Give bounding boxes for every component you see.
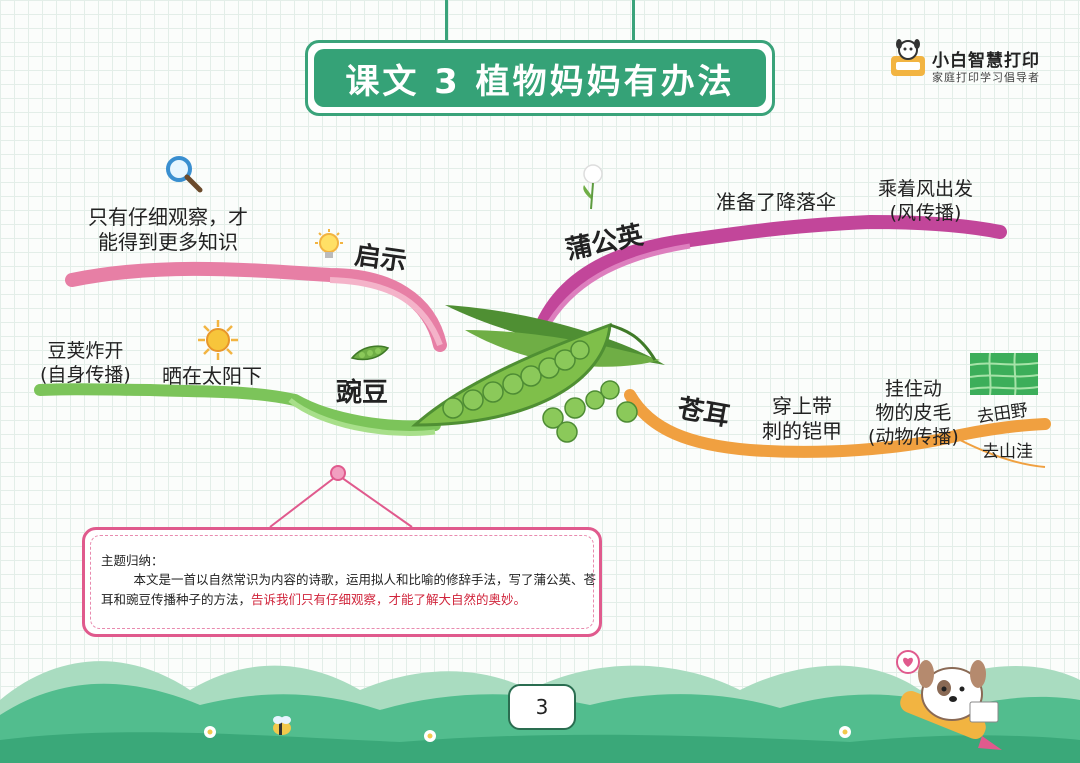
- bee-icon: [273, 716, 291, 735]
- field-image-icon: [970, 353, 1038, 395]
- pea-step2-line2: (自身传播): [40, 363, 131, 386]
- cocklebur-step2: 挂住动 物的皮毛 (动物传播): [868, 378, 959, 449]
- dandelion-step2-line2: (风传播): [889, 201, 962, 224]
- branch-label-pea: 豌豆: [336, 378, 389, 408]
- dandelion-icon: [583, 164, 603, 210]
- dandelion-step1: 准备了降落伞: [716, 190, 836, 214]
- cocklebur-step2-line2: 物的皮毛: [875, 401, 952, 424]
- dandelion-step2-line1: 乘着风出发: [878, 178, 974, 200]
- small-pea-icon: [350, 345, 390, 361]
- inspiration-detail-line1: 只有仔细观察，才: [88, 205, 248, 229]
- sun-icon: [198, 320, 238, 360]
- magnifier-icon: [166, 156, 203, 193]
- dandelion-step2: 乘着风出发 (风传播): [878, 178, 973, 226]
- flower-icon: [204, 726, 216, 738]
- branch-inspiration: [65, 261, 447, 352]
- cocklebur-step2-line1: 挂住动: [884, 378, 942, 400]
- summary-box: 主题归纳： 本文是一首以自然常识为内容的诗歌，运用拟人和比喻的修辞手法，写了蒲公…: [82, 527, 602, 637]
- brand-logo-icon: [891, 39, 925, 76]
- summary-body: 本文是一首以自然常识为内容的诗歌，运用拟人和比喻的修辞手法，写了蒲公英、苍耳和豌…: [101, 570, 596, 610]
- title-hanger-left: [445, 0, 448, 46]
- pea-step2-line1: 豆荚炸开: [47, 340, 124, 362]
- inspiration-detail: 只有仔细观察，才 能得到更多知识: [88, 205, 248, 255]
- summary-body-text: 本文是一首以自然常识为内容的诗歌，运用拟人和比喻的修辞手法，写了蒲公英、苍耳和豌…: [101, 572, 597, 607]
- summary-inner-border: 主题归纳： 本文是一首以自然常识为内容的诗歌，运用拟人和比喻的修辞手法，写了蒲公…: [90, 535, 596, 629]
- pea-step1: 晒在太阳下: [162, 364, 262, 388]
- summary-heading: 主题归纳：: [101, 553, 164, 568]
- lightbulb-icon: [315, 229, 343, 258]
- dog-mascot-illustration: [896, 650, 1002, 750]
- branch-cocklebur: [624, 389, 1051, 458]
- brand-name: 小白智慧打印: [932, 51, 1040, 71]
- brand-tagline: 家庭打印学习倡导者: [932, 71, 1040, 84]
- cocklebur-step1-line1: 穿上带: [772, 394, 832, 418]
- branch-dandelion: [533, 214, 1007, 337]
- summary-highlight: 告诉我们只有仔细观察，才能了解大自然的奥妙。: [251, 592, 527, 607]
- cocklebur-step1-line2: 刺的铠甲: [762, 419, 842, 443]
- title-frame: 课文 3 植物妈妈有办法: [305, 40, 775, 116]
- title-hanger-right: [632, 0, 635, 46]
- branch-label-inspiration: 启示: [352, 240, 409, 278]
- inspiration-detail-line2: 能得到更多知识: [98, 230, 238, 254]
- page-number: 3: [508, 684, 576, 730]
- branch-pea: [34, 383, 441, 433]
- cocklebur-step1: 穿上带 刺的铠甲: [762, 394, 842, 444]
- flower-icon: [839, 726, 851, 738]
- cocklebur-leaf-valley: 去山洼: [982, 442, 1033, 462]
- pea-step2: 豆荚炸开 (自身传播): [40, 340, 131, 388]
- flower-icon: [424, 730, 436, 742]
- page-title: 课文 3 植物妈妈有办法: [314, 49, 766, 107]
- cocklebur-step2-line3: (动物传播): [868, 425, 959, 448]
- pea-pod-illustration: [411, 305, 665, 443]
